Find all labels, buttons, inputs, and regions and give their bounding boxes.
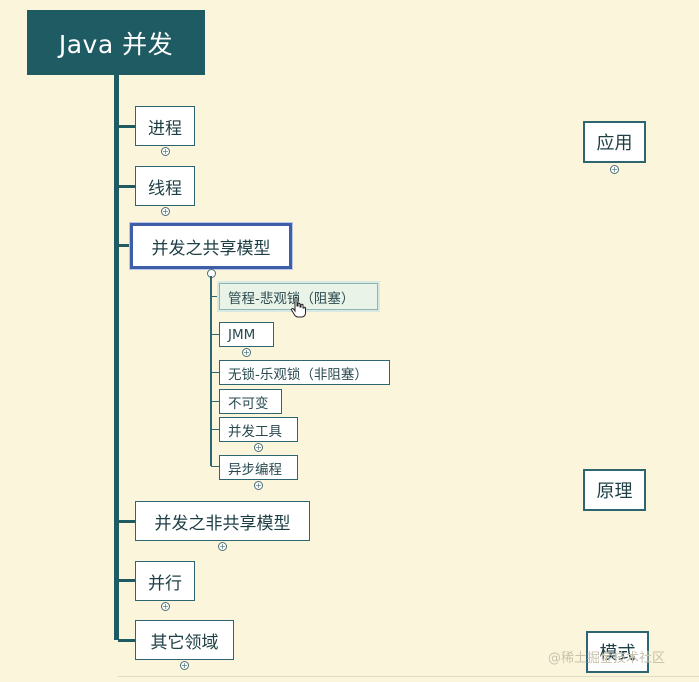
expand-icon[interactable]: + — [610, 165, 619, 174]
root-topic-label: Java 并发 — [58, 29, 174, 59]
topic-label: 应用 — [596, 133, 633, 154]
subtopic-label: JMM — [228, 326, 256, 343]
subtopic-jmm[interactable]: JMM — [219, 322, 274, 347]
subtopic-label: 管程-悲观锁（阻塞） — [228, 290, 355, 307]
subtopic-label: 不可变 — [228, 395, 269, 412]
topic-process[interactable]: 进程 — [135, 106, 195, 146]
sub-branch-line — [211, 296, 220, 297]
sub-branch-line — [211, 429, 220, 430]
subtopic-lock-free[interactable]: 无锁-乐观锁（非阻塞） — [219, 360, 390, 385]
subtopic-label: 无锁-乐观锁（非阻塞） — [228, 366, 368, 383]
subtopic-tools[interactable]: 并发工具 — [219, 417, 298, 442]
expand-icon[interactable]: + — [254, 481, 263, 490]
expand-icon[interactable]: + — [254, 443, 263, 452]
topic-label: 并发之非共享模型 — [154, 513, 291, 534]
expand-icon[interactable]: + — [242, 348, 251, 357]
topic-label: 进程 — [148, 118, 182, 139]
topic-shared-model[interactable]: 并发之共享模型 — [130, 223, 292, 269]
root-topic[interactable]: Java 并发 — [27, 10, 205, 75]
divider — [118, 676, 699, 677]
hand-cursor-icon — [290, 296, 306, 318]
topic-label: 原理 — [596, 481, 633, 502]
topic-label: 并发之共享模型 — [151, 238, 271, 259]
topic-non-shared-model[interactable]: 并发之非共享模型 — [135, 501, 310, 541]
branch-line — [118, 244, 132, 247]
expand-icon[interactable]: + — [218, 542, 227, 551]
subtopic-immutable[interactable]: 不可变 — [219, 389, 282, 414]
branch-line — [118, 639, 136, 642]
topic-label: 其它领域 — [150, 632, 219, 653]
branch-line — [118, 185, 136, 188]
topic-principle[interactable]: 原理 — [583, 469, 646, 511]
expand-icon[interactable]: + — [161, 602, 170, 611]
sub-connector — [210, 276, 212, 466]
topic-thread[interactable]: 线程 — [135, 166, 195, 206]
branch-line — [118, 520, 136, 523]
topic-label: 模式 — [599, 643, 636, 664]
main-connector — [114, 75, 119, 640]
expand-icon[interactable]: + — [161, 147, 170, 156]
topic-label: 线程 — [148, 178, 182, 199]
sub-branch-line — [211, 372, 220, 373]
topic-application[interactable]: 应用 — [583, 121, 646, 163]
subtopic-async[interactable]: 异步编程 — [219, 455, 298, 480]
sub-branch-line — [211, 401, 220, 402]
expand-icon[interactable]: + — [161, 207, 170, 216]
subtopic-label: 并发工具 — [228, 423, 282, 440]
topic-other-fields[interactable]: 其它领域 — [135, 620, 234, 660]
topic-parallel[interactable]: 并行 — [135, 561, 195, 601]
topic-pattern[interactable]: 模式 — [586, 631, 649, 673]
subtopic-label: 异步编程 — [228, 461, 282, 478]
watermark-text: @稀土掘金技术社区 — [548, 651, 666, 666]
expand-icon[interactable]: + — [180, 661, 189, 670]
branch-line — [118, 579, 136, 582]
branch-line — [118, 125, 136, 128]
sub-branch-line — [211, 466, 220, 467]
subtopic-monitor[interactable]: 管程-悲观锁（阻塞） — [219, 283, 378, 310]
sub-branch-line — [211, 334, 220, 335]
topic-label: 并行 — [148, 573, 182, 594]
